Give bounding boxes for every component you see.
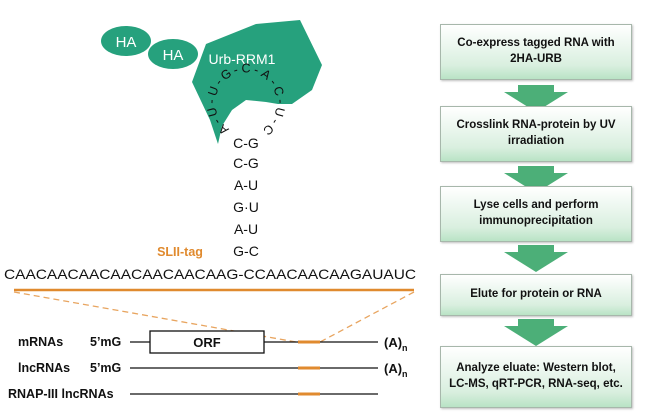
loop-base: - [268, 116, 282, 127]
transcript-label-mrna: mRNAs [18, 335, 63, 349]
stem-pair: C-G [233, 135, 259, 151]
loop-base: C [241, 61, 250, 75]
orf-box [149, 330, 265, 354]
workflow-step-text: Lyse cells and perform immunoprecipitati… [473, 199, 599, 227]
workflow-step-text: Co-express tagged RNA with 2HA-URB [457, 37, 615, 65]
loop-base: C [260, 121, 276, 138]
polya-lncrna: (A)n [384, 361, 408, 379]
rna-sequence: CAACAACAACAACAACAACAAG-CCAACAACAAGAUAUC [4, 266, 416, 282]
loop-base: - [204, 99, 218, 104]
down-arrow [504, 245, 568, 272]
orf-label: ORF [193, 335, 221, 350]
urb-rrm1-label: Urb-RRM1 [209, 51, 276, 67]
stem-pair: A-U [234, 177, 258, 193]
ha-tag-label-1: HA [116, 34, 137, 51]
workflow-step-5: Analyze eluate: Western blot, LC-MS, qRT… [440, 346, 632, 408]
polya-mrna: (A)n [384, 335, 408, 353]
down-arrow [504, 166, 568, 193]
dashed-guide-right [319, 291, 415, 343]
workflow-step-4: Elute for protein or RNA [440, 274, 632, 316]
transcript-cap-lncrna: 5’mG [90, 361, 121, 375]
workflow-step-text: Analyze eluate: Western blot, LC-MS, qRT… [449, 362, 623, 390]
workflow-step-text: Elute for protein or RNA [470, 288, 602, 301]
workflow-step-1: Co-express tagged RNA with 2HA-URB [440, 24, 632, 80]
loop-base: - [212, 76, 226, 88]
urb-rrm1-protein-shape [192, 20, 322, 144]
ha-tag-ellipse-2 [148, 39, 198, 69]
down-arrow [504, 85, 568, 112]
loop-base: U [205, 106, 221, 118]
loop-base: C [270, 85, 286, 98]
loop-base: - [210, 116, 224, 127]
stem-pair: A-U [234, 221, 258, 237]
loop-base: - [252, 63, 260, 78]
stem-pair: G-C [233, 243, 259, 259]
loop-base: U [205, 85, 221, 98]
transcript-label-rnap3-lncrna: RNAP-III lncRNAs [8, 387, 114, 401]
workflow-step-3: Lyse cells and perform immunoprecipitati… [440, 186, 632, 242]
workflow-arrows [504, 85, 568, 346]
workflow-step-2: Crosslink RNA-protein by UV irradiation [440, 106, 632, 162]
loop-base: - [267, 76, 281, 88]
down-arrow [504, 319, 568, 346]
loop-base: - [274, 99, 288, 104]
slii-tag-label: SLII-tag [157, 245, 203, 259]
ha-tag-label-2: HA [163, 47, 184, 64]
transcript-label-lncrna: lncRNAs [18, 361, 70, 375]
loop-base: - [231, 63, 239, 78]
stem-pair: C-G [233, 155, 259, 171]
transcript-cap-mrna: 5’mG [90, 335, 121, 349]
ha-tag-ellipse-1 [101, 26, 151, 56]
stem-pair: G·U [233, 199, 259, 215]
loop-base: U [272, 106, 288, 118]
dashed-guide-left [13, 291, 297, 343]
workflow-step-text: Crosslink RNA-protein by UV irradiation [456, 119, 616, 147]
